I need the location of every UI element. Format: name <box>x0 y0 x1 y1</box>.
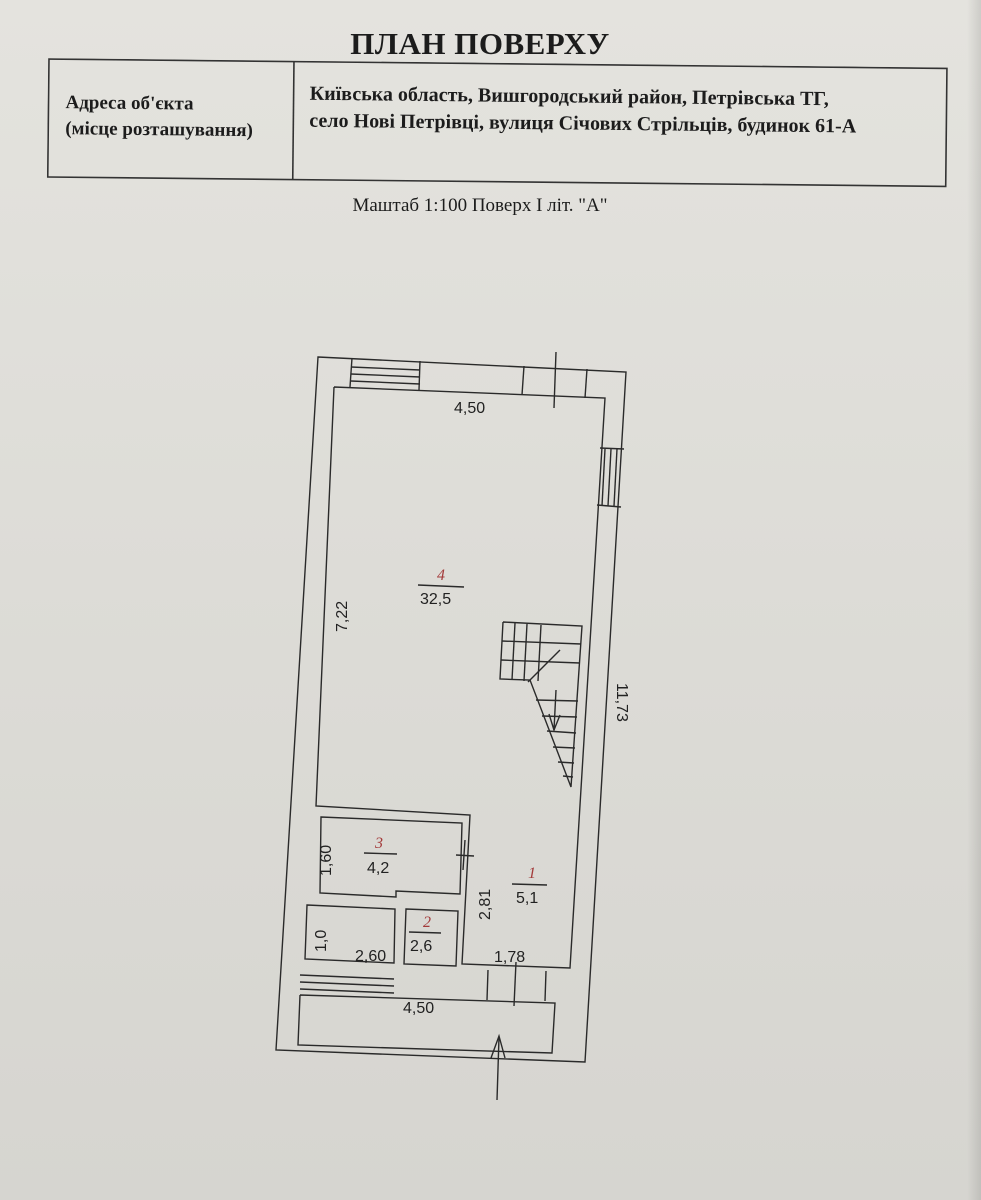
room-2-label-bar <box>408 931 442 934</box>
room-2-area: 2,6 <box>410 938 432 955</box>
room-2-walls <box>304 904 396 964</box>
door-top <box>521 351 588 409</box>
room-4-number: 4 <box>437 567 445 584</box>
room-2b-walls <box>403 908 459 967</box>
room-3-label-bar <box>363 852 398 855</box>
dim-left-height: 7,22 <box>334 601 351 632</box>
dim-room3-height: 1,60 <box>318 845 335 876</box>
dim-corridor-height: 2,81 <box>477 889 494 920</box>
dim-room2-width: 2,60 <box>355 948 386 965</box>
vestibule-wall <box>297 994 556 1054</box>
room-3-area: 4,2 <box>367 860 389 877</box>
dim-top-width: 4,50 <box>454 400 485 417</box>
window-right <box>596 447 625 508</box>
room-2-number: 2 <box>423 914 431 931</box>
staircase <box>499 621 583 788</box>
entrance-arrow <box>490 1033 506 1101</box>
room-3-number: 3 <box>374 835 383 852</box>
room-1-number: 1 <box>528 865 536 882</box>
dim-bottom-width: 4,50 <box>403 1000 434 1017</box>
paper-edge-shadow <box>967 0 981 1200</box>
scale-and-floor-label: Маштаб 1:100 Поверх I літ. "А" <box>352 195 608 216</box>
dim-room2-side: 1,0 <box>313 930 330 952</box>
window-bottom <box>299 974 395 994</box>
room-1-area: 5,1 <box>516 890 538 907</box>
room-3-walls <box>319 816 463 898</box>
dim-right-height: 11,73 <box>613 683 630 722</box>
document-title: ПЛАН ПОВЕРХУ <box>350 26 610 61</box>
room-4-area: 32,5 <box>420 591 451 608</box>
outer-wall <box>275 356 627 1063</box>
room-4-label-bar <box>417 584 465 588</box>
door-bottom <box>486 961 547 1007</box>
room-3-door-mark <box>455 854 475 857</box>
address-table: Адреса об'єкта (місце розташування) Київ… <box>46 58 948 188</box>
room-1-label-bar <box>511 883 548 886</box>
dim-corridor-width: 1,78 <box>494 949 525 966</box>
address-table-borders <box>46 58 948 188</box>
inner-wall-main-room <box>315 386 606 969</box>
window-top <box>349 357 421 391</box>
room-3-door-leaf <box>462 839 466 871</box>
